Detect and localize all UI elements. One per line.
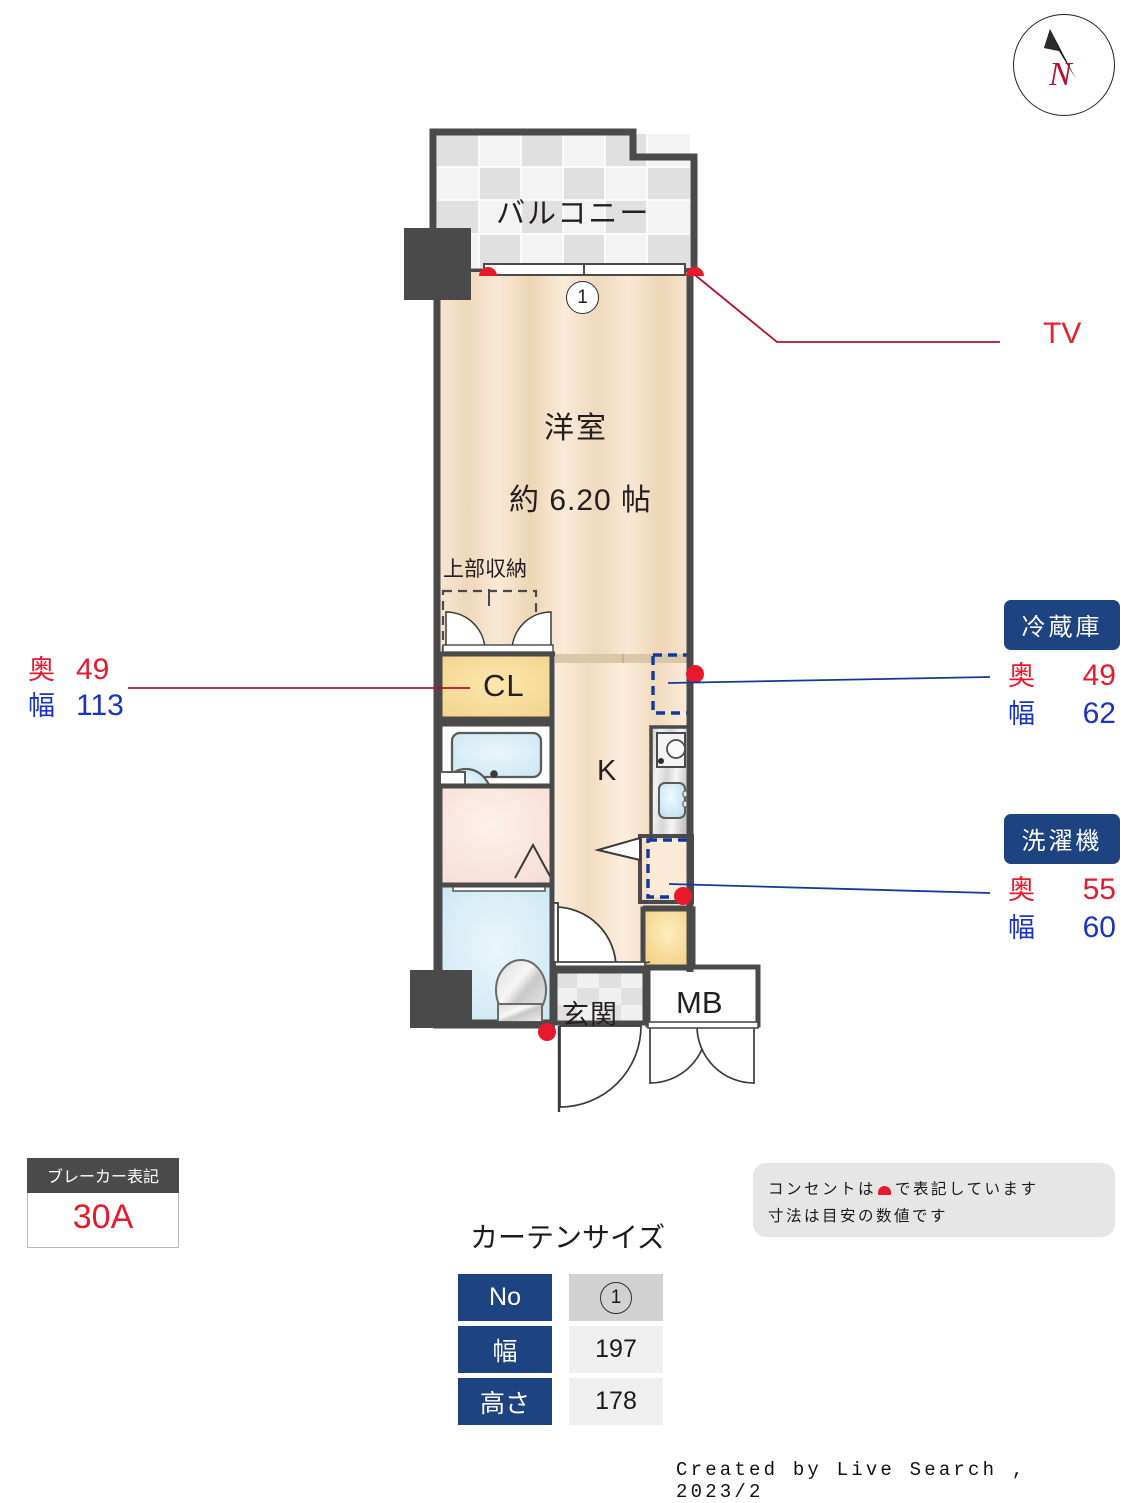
washroom-area (437, 783, 555, 888)
breaker-value: 30A (72, 1198, 134, 1236)
window-number-badge: 1 (566, 281, 599, 314)
outlet-marker-icon (878, 1186, 892, 1195)
room-label: 洋室 (544, 412, 608, 445)
meter-box-area (645, 964, 761, 1028)
leader-lines (128, 274, 1000, 894)
washing-machine-width-value: 60 (1082, 911, 1116, 944)
closet-width-label: 幅 (28, 691, 55, 721)
compass-rose (1013, 14, 1115, 116)
table-row: 高さ 178 (458, 1378, 663, 1425)
balcony-window (483, 263, 686, 276)
refrigerator-width-label: 幅 (1008, 699, 1035, 729)
table-row: 幅 197 (458, 1326, 663, 1373)
legend-note-line-2: 寸法は目安の数値です (768, 1208, 949, 1225)
legend-note-box: コンセントは で表記しています 寸法は目安の数値です (753, 1163, 1115, 1237)
entrance-closet (640, 906, 696, 972)
washing-machine-depth-row: 奥 55 (1004, 868, 1120, 906)
entrance-area (552, 968, 648, 1026)
washing-machine-spec-box: 洗濯機 奥 55 幅 60 (1004, 814, 1120, 944)
breaker-info-box: ブレーカー表記 30A (27, 1158, 179, 1248)
breaker-title: ブレーカー表記 (27, 1158, 179, 1193)
curtain-no-badge: 1 (600, 1281, 632, 1314)
refrigerator-title: 冷蔵庫 (1004, 600, 1120, 650)
meter-box-label: MB (676, 985, 723, 1020)
balcony-label: バルコニー (496, 198, 651, 230)
closet-depth-row: 奥 49 (28, 648, 198, 686)
refrigerator-width-value: 62 (1082, 697, 1116, 730)
entrance-label: 玄関 (562, 1000, 618, 1030)
kitchen-label: K (597, 755, 617, 787)
credit-line: Created by Live Search , 2023/2 (676, 1459, 1027, 1503)
curtain-height-header: 高さ (458, 1378, 552, 1425)
upper-storage-label: 上部収納 (443, 558, 527, 581)
structural-pillars (404, 228, 472, 1028)
legend-note-text-before: コンセントは (768, 1181, 877, 1198)
entrance-doors (557, 1021, 759, 1112)
refrigerator-depth-row: 奥 49 (1004, 654, 1120, 692)
legend-note-line-1: コンセントは で表記しています (768, 1176, 1115, 1203)
closet-label: CL (483, 668, 525, 703)
refrigerator-depth-label: 奥 (1008, 661, 1035, 691)
refrigerator-depth-value: 49 (1082, 659, 1116, 692)
curtain-no-value-cell: 1 (569, 1274, 663, 1321)
closet-depth-label: 奥 (28, 655, 55, 685)
refrigerator-width-row: 幅 62 (1004, 692, 1120, 730)
refrigerator-spec-box: 冷蔵庫 奥 49 幅 62 (1004, 600, 1120, 730)
compass-north-label: N (1049, 56, 1072, 93)
closet-width-row: 幅 113 (28, 684, 198, 722)
closet-width-value: 113 (76, 689, 124, 722)
room-area-label: 約 6.20 帖 (509, 484, 653, 517)
washing-machine-depth-label: 奥 (1008, 875, 1035, 905)
curtain-height-value: 178 (569, 1378, 663, 1425)
tv-outlet-label: TV (1043, 317, 1082, 350)
curtain-size-title: カーテンサイズ (470, 1222, 666, 1253)
closet-dimensions: 奥 49 幅 113 (28, 648, 198, 722)
table-row: No 1 (458, 1274, 663, 1321)
legend-note-text-after: で表記しています (895, 1181, 1039, 1198)
curtain-width-header: 幅 (458, 1326, 552, 1373)
power-outlet-icons (479, 267, 704, 1041)
washing-machine-width-label: 幅 (1008, 913, 1035, 943)
washing-machine-depth-value: 55 (1082, 873, 1116, 906)
washing-machine-title: 洗濯機 (1004, 814, 1120, 864)
breaker-body: 30A (27, 1193, 179, 1248)
main-room-area (437, 272, 690, 654)
closet-depth-value: 49 (76, 653, 110, 686)
curtain-no-header: No (458, 1274, 552, 1321)
curtain-width-value: 197 (569, 1326, 663, 1373)
kitchen-arrow-marker (594, 836, 641, 862)
compass-needle-icon (1044, 29, 1076, 79)
curtain-size-table: No 1 幅 197 高さ 178 (458, 1274, 663, 1430)
washing-machine-width-row: 幅 60 (1004, 906, 1120, 944)
